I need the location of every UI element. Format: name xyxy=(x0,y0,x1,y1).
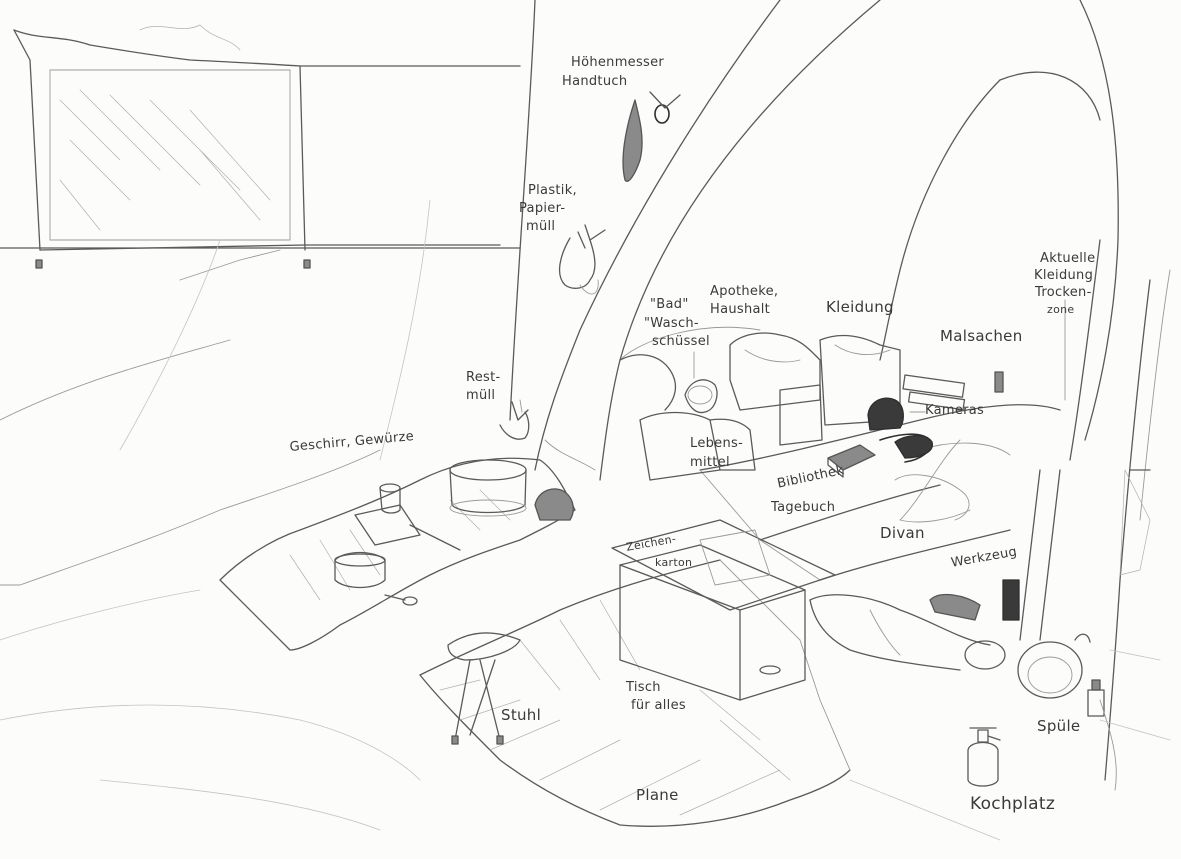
label-plastik: Plastik, xyxy=(528,183,577,198)
cutting-board xyxy=(354,504,461,551)
label-tisch-2: für alles xyxy=(631,698,686,713)
dishes-cloth xyxy=(219,457,576,651)
folding-stool xyxy=(447,632,521,745)
label-tisch-1: Tisch xyxy=(626,680,661,695)
luggage-pile xyxy=(619,332,901,481)
gas-stove xyxy=(967,727,1001,787)
arch-pole-back xyxy=(1069,239,1171,781)
label-divan: Divan xyxy=(880,524,925,542)
label-hoehenmesser: Höhenmesser xyxy=(571,55,665,70)
books xyxy=(827,444,876,478)
label-apotheke-2: Haushalt xyxy=(710,302,771,317)
label-bad: "Bad" xyxy=(650,297,689,312)
cup xyxy=(379,483,401,514)
towel-altimeter xyxy=(622,91,681,182)
label-aktuelle-1: Aktuelle xyxy=(1040,251,1096,266)
table-box xyxy=(611,519,836,701)
label-aktuelle-2: Kleidung xyxy=(1034,268,1094,283)
label-stuhl: Stuhl xyxy=(501,706,542,724)
divan-roll xyxy=(809,594,1006,671)
waste-bag-plastic xyxy=(558,224,606,295)
label-pointers xyxy=(519,299,1066,413)
arch-pole-middle xyxy=(599,0,1119,481)
bottle xyxy=(1087,679,1105,717)
label-tagebuch: Tagebuch xyxy=(771,500,836,515)
camera-bag xyxy=(867,397,933,463)
label-kameras: Kameras xyxy=(925,403,985,418)
label-kochplatz: Kochplatz xyxy=(970,794,1056,814)
label-kleidung: Kleidung xyxy=(826,298,894,316)
label-wasch-2: schüssel xyxy=(652,334,710,349)
arch-pole-front xyxy=(509,0,781,471)
label-lebensmittel-1: Lebens- xyxy=(690,436,744,451)
label-malsachen: Malsachen xyxy=(940,327,1023,345)
art-supplies xyxy=(902,371,1004,411)
label-aktuelle-3: Trocken- xyxy=(1035,285,1092,300)
label-restmuell: müll xyxy=(466,388,496,403)
label-wasch-1: "Wasch- xyxy=(644,316,699,331)
label-spuele: Spüle xyxy=(1037,717,1081,735)
label-papier: Papier- xyxy=(519,201,566,216)
waste-bag-rest xyxy=(499,401,530,440)
dark-bowl xyxy=(534,488,574,521)
label-lebensmittel-2: mittel xyxy=(690,455,730,470)
label-muell: müll xyxy=(526,219,556,234)
label-handtuch: Handtuch xyxy=(562,74,628,89)
label-plane: Plane xyxy=(636,786,679,804)
cooking-pot xyxy=(449,459,527,517)
label-apotheke-1: Apotheke, xyxy=(710,284,779,299)
label-zeichenkarton-2: karton xyxy=(655,556,693,569)
label-aktuelle-4: zone xyxy=(1047,303,1075,316)
sink-bowl xyxy=(1017,633,1091,699)
tent-wall-left xyxy=(0,199,521,586)
window-panel xyxy=(13,24,521,269)
right-pole-tools xyxy=(929,469,1151,791)
small-pot xyxy=(334,551,418,606)
label-rest: Rest- xyxy=(466,370,501,385)
floor-texture xyxy=(0,589,1171,841)
